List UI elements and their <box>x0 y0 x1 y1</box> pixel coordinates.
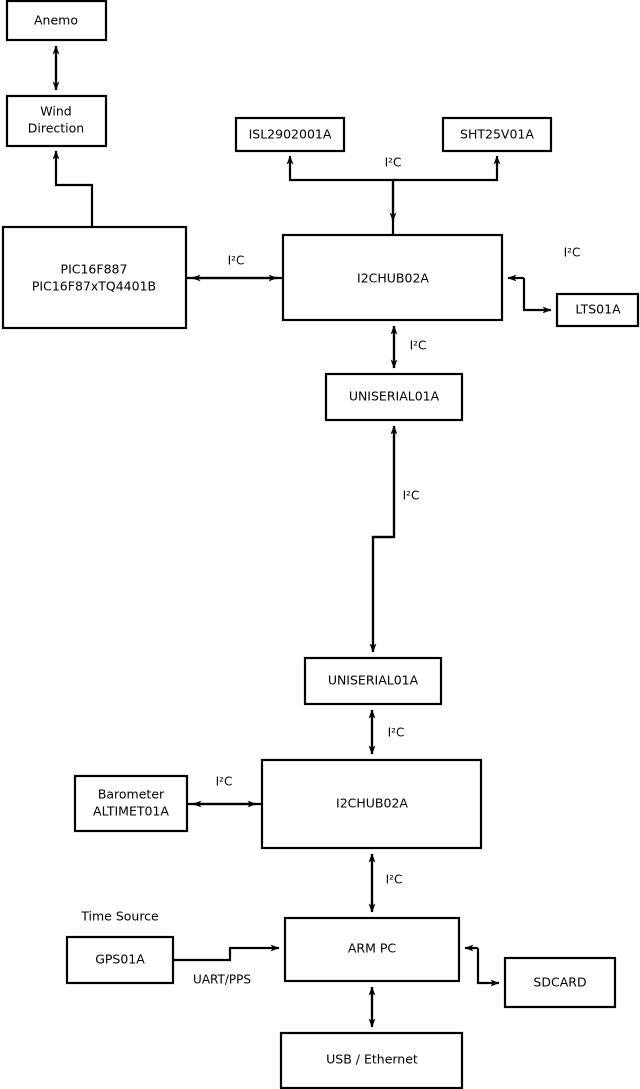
node-anemo[interactable]: Anemo <box>5 0 108 42</box>
node-sdcard[interactable]: SDCARD <box>503 956 617 1009</box>
node-barometer[interactable]: Barometer ALTIMET01A <box>73 774 189 833</box>
node-anemo-box[interactable] <box>5 0 108 42</box>
node-i2chub02a-bottom-box[interactable] <box>260 758 483 850</box>
edge-label-gps-armpc: UART/PPS <box>193 973 251 987</box>
node-gps01a[interactable]: GPS01A <box>65 935 175 985</box>
edge-label-hub-lts: I²C <box>564 246 581 260</box>
node-i2chub02a-top-label: I2CHUB02A <box>357 271 429 286</box>
node-wind-direction-box[interactable] <box>5 94 108 148</box>
node-uniserial01a-lower[interactable]: UNISERIAL01A <box>303 656 443 706</box>
node-sdcard-label: SDCARD <box>533 975 586 990</box>
node-lts01a-label: LTS01A <box>575 302 621 317</box>
edge-label-uniserial-hubbottom: I²C <box>388 726 405 740</box>
node-pic-label-line2: PIC16F87xTQ4401B <box>32 279 156 294</box>
node-usb-ethernet-label: USB / Ethernet <box>326 1052 418 1067</box>
node-barometer-label-line2: ALTIMET01A <box>93 804 169 819</box>
node-i2chub02a-top-box[interactable] <box>281 233 504 322</box>
node-lts01a[interactable]: LTS01A <box>555 292 640 328</box>
edge-label-hub-uniserial: I²C <box>410 339 427 353</box>
node-pic-box[interactable] <box>1 225 188 330</box>
node-i2chub02a-bottom[interactable]: I2CHUB02A <box>260 758 483 850</box>
node-i2chub02a-top[interactable]: I2CHUB02A <box>281 233 504 322</box>
node-pic-label-line1: PIC16F887 <box>61 262 128 277</box>
node-pic[interactable]: PIC16F887 PIC16F87xTQ4401B <box>1 225 188 330</box>
edge-gps-to-armpc <box>173 944 280 962</box>
edge-pic-to-wind <box>52 150 94 227</box>
edge-uniserial-link-down <box>369 426 396 653</box>
node-uniserial01a-lower-label: UNISERIAL01A <box>328 673 419 688</box>
time-source-label: Time Source <box>80 909 159 924</box>
node-sht25v01a-box[interactable] <box>441 116 553 153</box>
node-gps01a-label: GPS01A <box>95 952 145 967</box>
node-uniserial01a-upper-label: UNISERIAL01A <box>349 389 440 404</box>
node-barometer-label-line1: Barometer <box>98 787 165 802</box>
node-sdcard-box[interactable] <box>503 956 617 1009</box>
edge-hub-to-sht <box>393 155 501 182</box>
node-usb-ethernet[interactable]: USB / Ethernet <box>279 1031 464 1089</box>
node-usb-ethernet-box[interactable] <box>279 1031 464 1089</box>
node-barometer-box[interactable] <box>73 774 189 833</box>
node-isl2902001a-label: ISL2902001A <box>249 127 332 142</box>
edge-hub-to-lts <box>522 278 552 314</box>
node-sht25v01a[interactable]: SHT25V01A <box>441 116 553 153</box>
edge-label-uniserial-link: I²C <box>403 489 420 503</box>
node-isl2902001a[interactable]: ISL2902001A <box>234 116 346 153</box>
node-arm-pc-label: ARM PC <box>348 941 397 956</box>
edge-armpc-to-sdcard <box>476 948 500 987</box>
node-anemo-label: Anemo <box>34 13 78 28</box>
node-wind-direction-label-line1: Wind <box>40 104 71 119</box>
node-uniserial01a-upper-box[interactable] <box>324 372 464 422</box>
node-uniserial01a-upper[interactable]: UNISERIAL01A <box>324 372 464 422</box>
node-uniserial01a-lower-box[interactable] <box>303 656 443 706</box>
node-gps01a-box[interactable] <box>65 935 175 985</box>
edge-uniserial-link-up <box>371 425 398 652</box>
edge-hub-to-isl <box>286 155 395 235</box>
node-arm-pc-box[interactable] <box>283 916 461 983</box>
edge-label-pic-hub: I²C <box>228 254 245 268</box>
node-sht25v01a-label: SHT25V01A <box>460 127 534 142</box>
edge-label-barometer-hub: I²C <box>216 775 233 789</box>
node-isl2902001a-box[interactable] <box>234 116 346 153</box>
node-wind-direction[interactable]: Wind Direction <box>5 94 108 148</box>
node-i2chub02a-bottom-label: I2CHUB02A <box>336 796 408 811</box>
node-arm-pc[interactable]: ARM PC <box>283 916 461 983</box>
edge-label-hubbottom-armpc: I²C <box>386 873 403 887</box>
node-wind-direction-label-line2: Direction <box>28 121 84 136</box>
edge-label-hub-sensors: I²C <box>385 156 402 170</box>
edges: I²C I²C I²C I²C I²C I²C I <box>52 45 581 1028</box>
node-lts01a-box[interactable] <box>555 292 640 328</box>
